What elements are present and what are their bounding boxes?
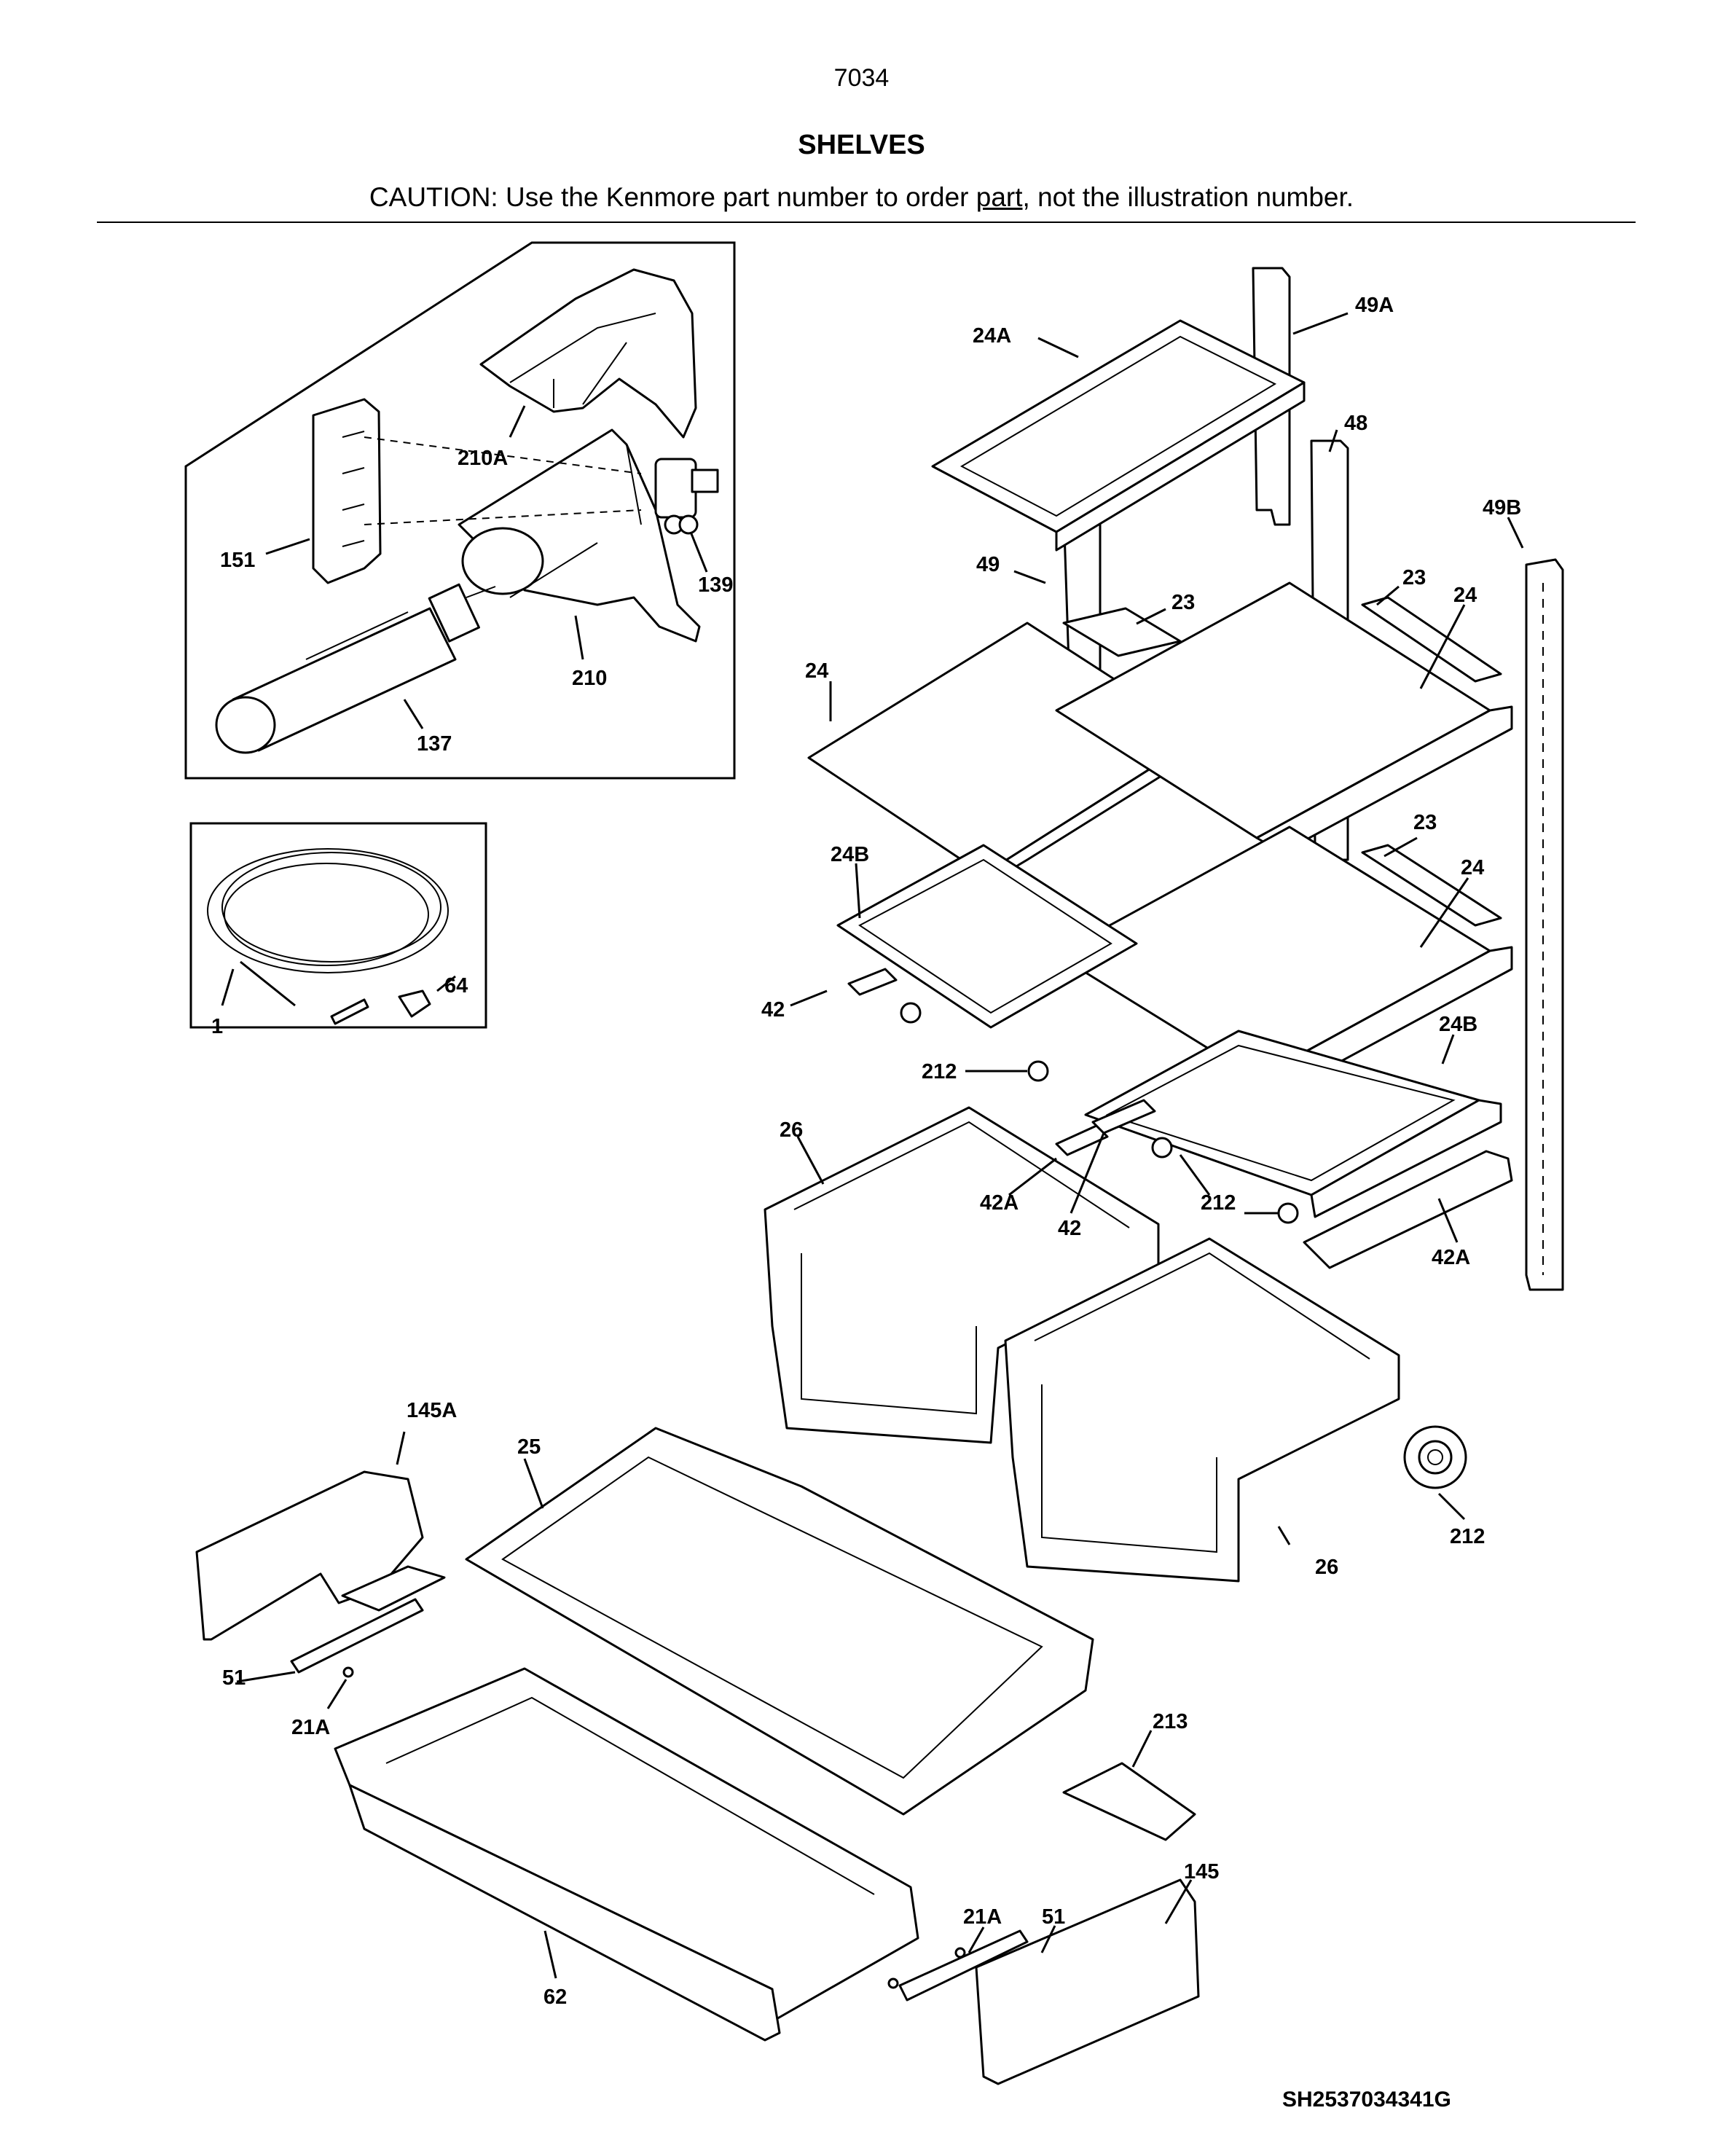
part-25-cover-shelf [465,1427,1094,1816]
callout-137: 137 [417,732,452,756]
callout-62: 62 [543,1986,567,2009]
callout-212-upper: 212 [922,1060,957,1083]
callout-151: 151 [220,549,255,572]
part-24A-top-shelf [931,319,1306,552]
page-number: 7034 [833,64,890,92]
callout-49A: 49A [1355,294,1394,317]
part-64-tube-fitting [330,989,431,1025]
part-210-filter-housing [458,428,701,643]
tubing-inset: 1 64 [189,822,487,1038]
callout-64: 64 [444,974,468,997]
caution-note: CAUTION: Use the Kenmore part number to … [0,182,1723,213]
callout-1: 1 [211,1015,223,1038]
caution-part-link[interactable]: part [976,182,1023,212]
part-145A-crisper-cover-bracket [195,1470,446,1641]
callout-42A-center: 42A [980,1191,1019,1215]
callout-24B-right: 24B [1439,1013,1477,1036]
caution-suffix: , not the illustration number. [1022,182,1354,212]
part-42-slide-center [1091,1099,1156,1134]
callout-212-mid: 212 [1201,1191,1236,1215]
part-1-water-tubing [207,848,449,1007]
callout-42A-right: 42A [1432,1246,1470,1269]
callout-24-right-upper: 24 [1453,584,1477,607]
part-42A-slide [1055,1124,1109,1156]
callout-210A: 210A [458,447,508,470]
callout-51-left: 51 [222,1666,246,1690]
diagram-code: SH2537034341G [1282,2088,1451,2112]
callout-24-left: 24 [805,659,828,683]
part-24B-shelf-right [1084,1030,1502,1218]
part-42A-slide-right [1303,1150,1513,1269]
part-213-drawer-bracket [1062,1762,1196,1841]
part-26-crisper-right [1004,1237,1400,1583]
callout-23-upper: 23 [1171,591,1195,614]
callout-213: 213 [1153,1710,1188,1733]
callout-26-right: 26 [1315,1556,1338,1579]
callout-48: 48 [1344,412,1367,435]
part-145-bracket [975,1878,1200,2085]
part-210A-filter-cover [479,268,697,439]
callout-24-right-lower: 24 [1461,856,1484,879]
part-42-slide-left [847,968,898,996]
part-51-clip-right [898,1929,1029,2002]
part-24-shelf-right-upper [1055,581,1513,854]
page-title: SHELVES [798,130,925,160]
callout-21A-left: 21A [291,1716,330,1739]
part-24B-shelf-left [836,844,1138,1029]
part-23-shelf-bar-upper [1062,607,1182,657]
part-212-rollers [900,1002,1467,1489]
part-21A-screw-left [342,1666,354,1678]
callout-42-center: 42 [1058,1217,1081,1240]
part-139-bypass-valve [654,458,719,535]
part-51-clip-left [290,1598,424,1674]
part-23-shelf-bar-mid [1361,844,1502,927]
header-divider [97,222,1636,223]
callout-145: 145 [1184,1860,1219,1883]
callout-212-detail: 212 [1450,1525,1485,1548]
part-21A-screw-right [887,1947,966,1989]
callout-23-right: 23 [1402,566,1426,589]
callout-42-left: 42 [761,998,785,1022]
callout-145A: 145A [407,1399,457,1422]
callout-49B: 49B [1483,496,1521,520]
part-151-filter-cap [312,398,642,584]
part-137-water-filter [215,583,496,754]
part-26-crisper-left [764,1106,1160,1444]
callout-26-left: 26 [780,1118,803,1142]
callout-21A-right: 21A [963,1905,1002,1929]
caution-prefix: CAUTION: Use the Kenmore part number to … [369,182,976,212]
callout-25: 25 [517,1435,541,1459]
callout-24B-left: 24B [831,843,869,866]
filter-inset: 210A 151 139 210 137 [184,241,736,780]
leader-lines [236,312,1524,1979]
part-62-pantry-drawer [334,1667,919,2042]
part-49B-side-rail [1525,558,1564,1291]
callout-23-mid: 23 [1413,811,1437,834]
callout-labels: 24A 49A 48 49B 49 23 23 24 24 23 24 24B … [222,294,1521,2009]
callout-210: 210 [572,667,607,690]
callout-49: 49 [976,553,1000,576]
callout-139: 139 [698,573,733,597]
callout-51-right: 51 [1042,1905,1065,1929]
callout-24A: 24A [973,324,1011,348]
